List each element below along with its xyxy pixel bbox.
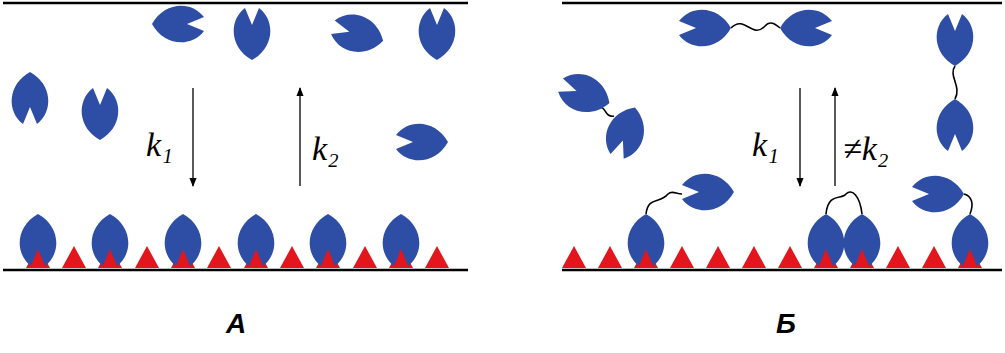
surface [562, 269, 1002, 272]
rate-constant: k₁ [146, 128, 173, 162]
rate-arrow [299, 88, 300, 186]
top-wall [3, 2, 468, 5]
rate-arrow [799, 88, 800, 186]
panel-letter: А [226, 310, 246, 338]
surface [3, 269, 468, 272]
rate-arrow [192, 88, 193, 186]
panel-b [554, 3, 1002, 270]
rate-constant: k₁ [752, 128, 779, 162]
rate-constant: k₂ [312, 132, 339, 166]
top-wall [562, 2, 1002, 5]
free-receptors [12, 6, 456, 161]
bound-dimers [628, 174, 989, 266]
panel-letter: Б [776, 310, 796, 338]
rate-arrow [834, 88, 835, 186]
bound-receptors [20, 214, 420, 266]
free-dimers [554, 10, 973, 163]
panel-a [3, 3, 468, 270]
rate-constant: ≠k₂ [843, 132, 889, 166]
linkers [598, 23, 972, 214]
ligand-triangles [562, 246, 982, 268]
